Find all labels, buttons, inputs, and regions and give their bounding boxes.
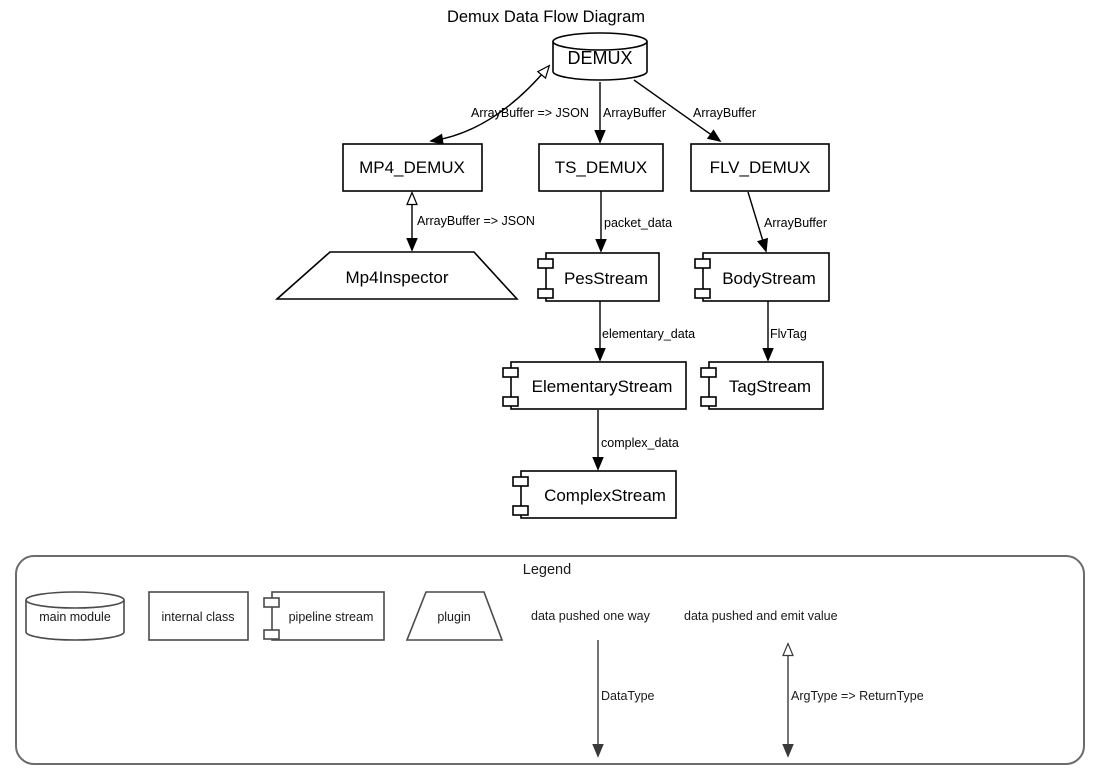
ts-demux-label: TS_DEMUX [555,158,648,177]
legend-main-module-label: main module [39,610,111,624]
demux-cylinder-top [552,32,648,51]
legend-pipeline-stream-tab-top [263,597,280,608]
mp4-inspector-label: Mp4Inspector [346,268,449,287]
edge-demux-flvdemux [633,79,720,141]
tag-stream-tab-bottom [700,396,717,407]
complex-stream-tab-top [512,476,529,487]
legend-border [15,555,1085,765]
legend-title: Legend [523,562,571,578]
edge-label-body-tag: FlvTag [770,327,807,341]
legend-one-way-caption: data pushed one way [531,609,651,623]
flv-demux-label: FLV_DEMUX [710,158,811,177]
complex-stream-tab-bottom [512,505,529,516]
pes-stream-tab-top [537,258,554,269]
legend-one-way-type-label: DataType [601,689,655,703]
legend-emit-caption: data pushed and emit value [684,609,838,623]
edge-label-elementary-complex: complex_data [601,436,679,450]
diagram-title: Demux Data Flow Diagram [447,8,645,26]
legend-main-module-cylinder-top [25,591,125,609]
legend-plugin-trapezoid [405,591,504,641]
legend-pipeline-stream-tab-bottom [263,629,280,640]
edge-label-demux-flv: ArrayBuffer [693,106,756,120]
tag-stream-box [708,361,824,410]
mp4-demux-box [342,143,483,192]
elementary-stream-box [510,361,687,410]
pes-stream-label: PesStream [564,269,648,288]
edge-label-ts-pes: packet_data [604,216,672,230]
node-pes-stream: PesStream [537,252,660,302]
flv-demux-box [690,143,830,192]
demux-label: DEMUX [567,48,632,68]
edge-demux-mp4demux [431,66,549,141]
node-mp4-inspector: Mp4Inspector [274,251,519,300]
legend-pipeline-stream-label: pipeline stream [289,610,374,624]
legend-main-module-cylinder-body [25,600,125,641]
edge-labels: ArrayBuffer => JSON ArrayBuffer ArrayBuf… [417,106,827,450]
mp4-demux-label: MP4_DEMUX [359,158,465,177]
node-flv-demux: FLV_DEMUX [690,143,830,192]
node-demux: DEMUX [552,32,648,81]
edge-label-demux-mp4: ArrayBuffer => JSON [471,106,589,120]
tag-stream-tab-top [700,367,717,378]
edge-flvdemux-bodystream [747,191,766,251]
edge-label-mp4-inspector: ArrayBuffer => JSON [417,214,535,228]
edge-label-pes-elementary: elementary_data [602,327,695,341]
node-elementary-stream: ElementaryStream [502,361,687,410]
legend: Legend main module internal class pipeli… [15,555,1085,765]
legend-internal-class-box [148,591,249,641]
complex-stream-label: ComplexStream [544,486,666,505]
pes-stream-box [545,252,660,302]
node-mp4-demux: MP4_DEMUX [342,143,483,192]
mp4-inspector-trapezoid [274,251,519,300]
elementary-stream-label: ElementaryStream [532,377,673,396]
node-tag-stream: TagStream [700,361,824,410]
legend-internal-class-label: internal class [162,610,235,624]
node-body-stream: BodyStream [694,252,830,302]
edge-label-demux-ts: ArrayBuffer [603,106,666,120]
demux-cylinder-body [552,41,648,81]
node-complex-stream: ComplexStream [512,470,677,519]
body-stream-label: BodyStream [722,269,816,288]
body-stream-box [702,252,830,302]
complex-stream-box [520,470,677,519]
legend-emit-type-label: ArgType => ReturnType [791,689,924,703]
legend-pipeline-stream-box [271,591,385,641]
pes-stream-tab-bottom [537,288,554,299]
elementary-stream-tab-bottom [502,396,519,407]
elementary-stream-tab-top [502,367,519,378]
ts-demux-box [538,143,664,192]
body-stream-tab-bottom [694,288,711,299]
edges [412,66,768,469]
legend-plugin-label: plugin [437,610,470,624]
body-stream-tab-top [694,258,711,269]
node-ts-demux: TS_DEMUX [538,143,664,192]
edge-label-flv-body: ArrayBuffer [764,216,827,230]
tag-stream-label: TagStream [729,377,811,396]
